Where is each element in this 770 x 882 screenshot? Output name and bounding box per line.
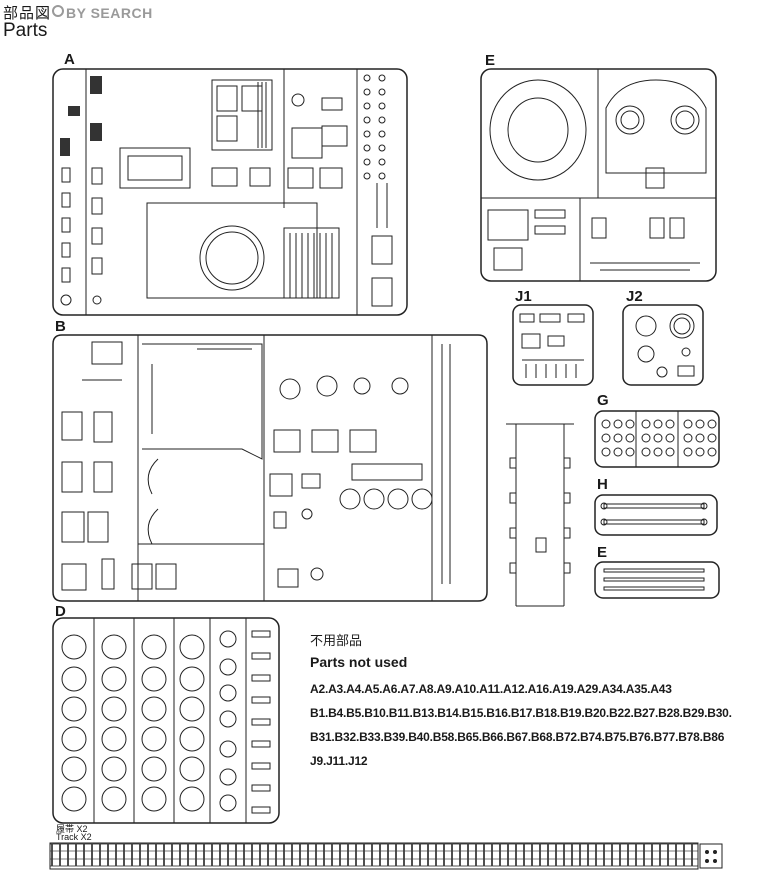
- sprue-label-e: E: [485, 52, 496, 69]
- sprue-label-b: B: [55, 318, 66, 335]
- sprue-label-g: G: [597, 392, 609, 409]
- sprue-label-j2: J2: [626, 288, 643, 305]
- unused-line-b1: B1.B4.B5.B10.B11.B13.B14.B15.B16.B17.B18…: [310, 706, 732, 720]
- sprue-label-a: A: [64, 51, 75, 68]
- sprue-h-drawing: [594, 494, 718, 536]
- unused-line-a: A2.A3.A4.A5.A6.A7.A8.A9.A10.A11.A12.A16.…: [310, 682, 672, 696]
- page-title: Parts: [3, 20, 48, 41]
- unused-line-b2: B31.B32.B33.B39.B40.B58.B65.B66.B67.B68.…: [310, 730, 725, 744]
- sprue-label-e-small: E: [597, 544, 608, 561]
- unused-line-j: J9.J11.J12: [310, 754, 368, 768]
- sprue-label-h: H: [597, 476, 608, 493]
- sprue-j2-drawing: [622, 304, 704, 386]
- sprue-g-drawing: [594, 410, 720, 468]
- sprue-label-d: D: [55, 603, 66, 620]
- sprue-d-drawing: [52, 617, 280, 824]
- sprue-a-drawing: [52, 68, 408, 316]
- watermark-text: BY SEARCH: [66, 5, 153, 21]
- track-label-cn: 履帯 X2: [56, 824, 88, 834]
- sprue-j1-drawing: [512, 304, 594, 386]
- unused-title: Parts not used: [310, 654, 408, 670]
- watermark-logo-icon: [52, 5, 64, 17]
- track-strip-drawing: [49, 842, 723, 870]
- sprue-e-drawing: [480, 68, 717, 282]
- sprue-b-drawing: [52, 334, 488, 602]
- unused-title-cn: 不用部品: [310, 633, 363, 648]
- sprue-e-small-drawing: [594, 561, 720, 599]
- sprue-label-j1: J1: [515, 288, 532, 305]
- page-title-cn: 部品図: [3, 5, 52, 22]
- track-guide-drawing: [506, 423, 574, 607]
- track-label: Track X2: [56, 832, 92, 842]
